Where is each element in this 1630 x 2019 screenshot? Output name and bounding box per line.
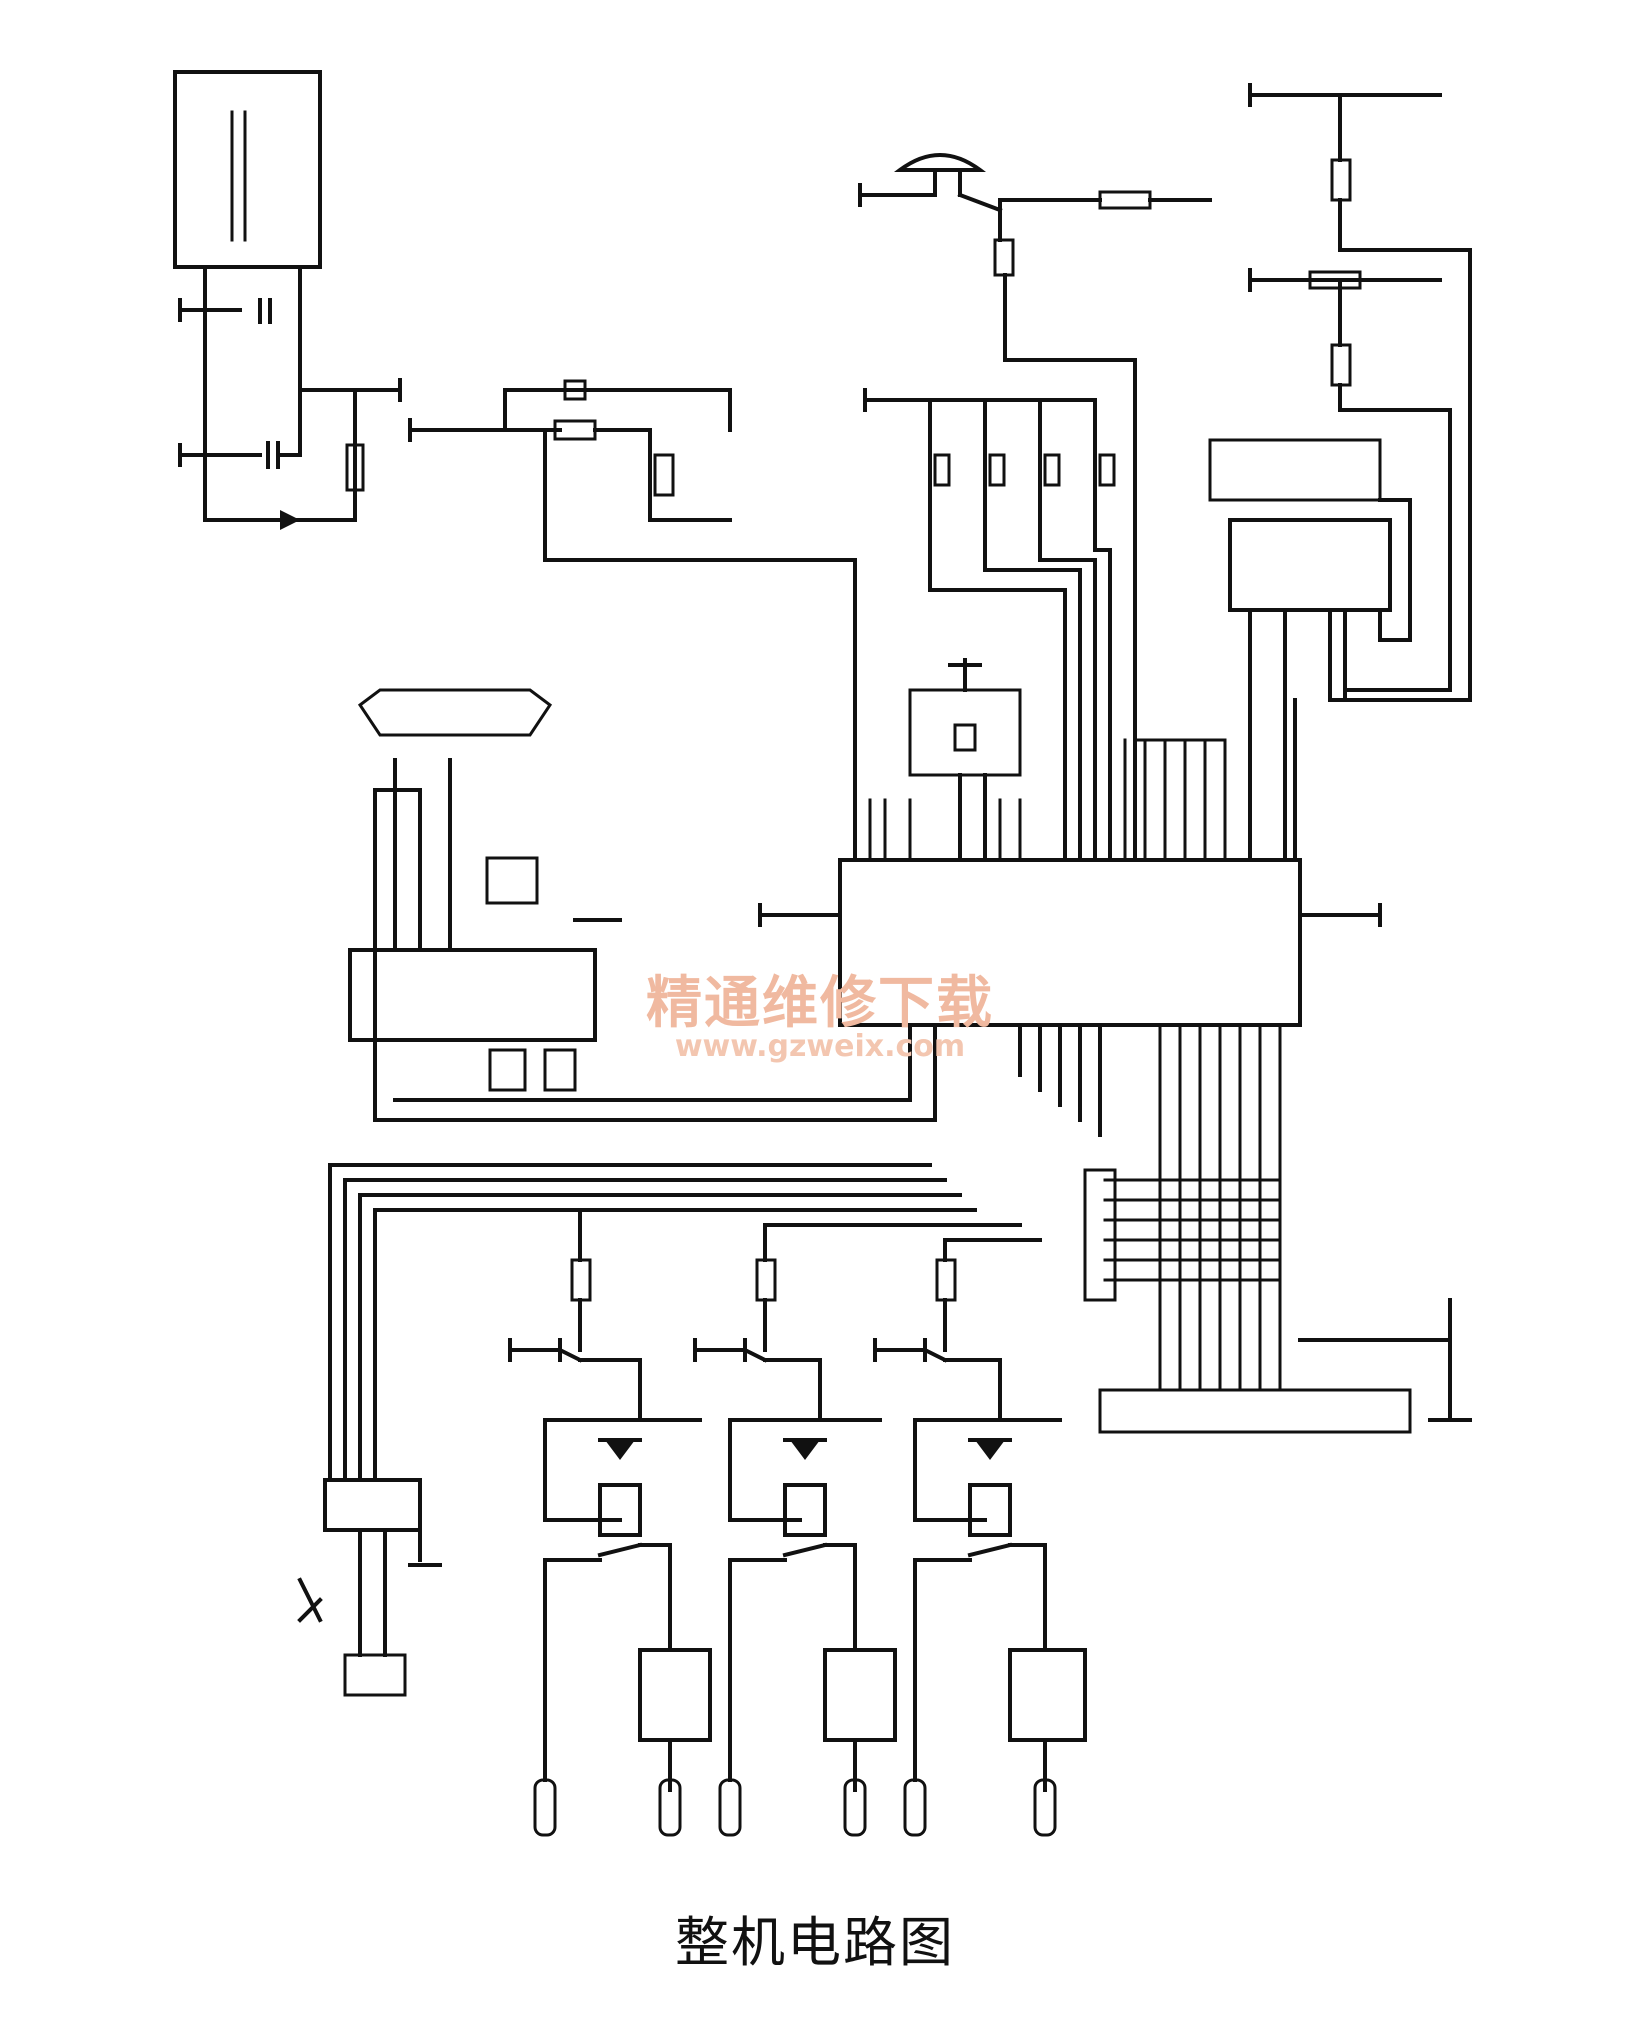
display-module — [173, 70, 322, 269]
ground-symbols — [178, 83, 1252, 1362]
mcu-top-pins — [868, 738, 1227, 862]
relay-control-bus — [328, 1023, 1102, 1482]
mcu-bottom-bus — [1083, 1023, 1282, 1392]
output-connector — [1098, 1298, 1472, 1434]
main-mcu — [758, 858, 1382, 1027]
relay-channel-1 — [508, 1258, 712, 1837]
buzzer-driver — [858, 153, 1212, 862]
crystal-oscillator-section — [408, 379, 857, 862]
relay-channel-2 — [693, 1258, 897, 1837]
sensor-input-network — [1248, 93, 1472, 702]
key-switches — [863, 398, 1116, 862]
diagram-caption: 整机电路图 — [675, 1911, 955, 1974]
communication-ic — [297, 1478, 442, 1697]
eeprom-ic — [1208, 438, 1472, 862]
reset-circuit — [908, 658, 1022, 862]
display-driver-ic — [348, 688, 937, 1122]
power-supply-section — [178, 265, 402, 530]
relay-channel-3 — [873, 1258, 1087, 1837]
